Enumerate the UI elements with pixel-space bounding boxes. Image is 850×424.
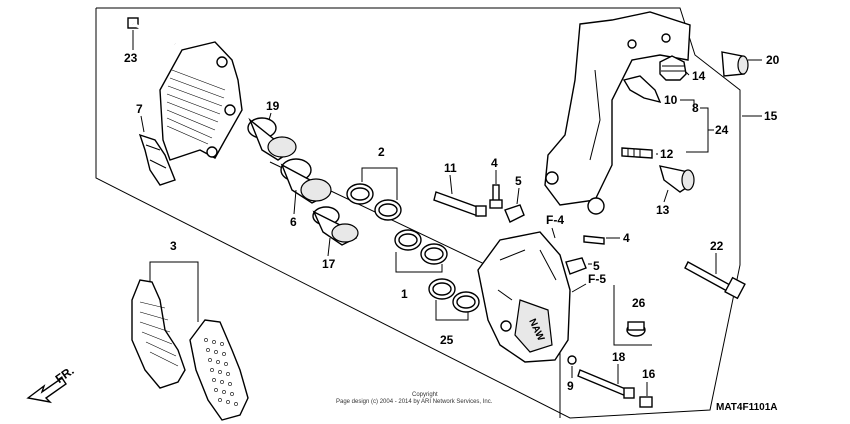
callout-18: 18: [612, 350, 626, 364]
callout-4a: 4: [491, 156, 498, 170]
brake-pad-right[interactable]: [189, 319, 249, 421]
callout-10: 10: [664, 93, 678, 107]
callout-2: 2: [378, 145, 385, 159]
callout-12: 12: [660, 147, 674, 161]
callout-24: 24: [715, 123, 729, 137]
pad-spring-7[interactable]: [138, 133, 176, 186]
callout-19: 19: [266, 99, 280, 113]
seal-set-2[interactable]: [346, 183, 402, 221]
callout-5b: 5: [593, 259, 600, 273]
callout-26: 26: [632, 296, 646, 310]
front-direction-arrow: FR.: [26, 363, 77, 404]
caliper-body[interactable]: NAW: [477, 231, 571, 363]
callout-22: 22: [710, 239, 724, 253]
brake-pad-left[interactable]: [131, 279, 186, 389]
callout-14: 14: [692, 69, 706, 83]
callout-20: 20: [766, 53, 780, 67]
seal-set-25[interactable]: [428, 278, 480, 313]
diagram-code: MAT4F1101A: [716, 402, 778, 413]
callout-23: 23: [124, 51, 138, 65]
copyright-line1: Copyright: [412, 392, 438, 398]
callout-8: 8: [692, 101, 699, 115]
caliper-bracket[interactable]: [544, 11, 691, 215]
ref-f5[interactable]: F-5: [588, 272, 606, 286]
callout-5a: 5: [515, 174, 522, 188]
pin-18[interactable]: [577, 369, 635, 399]
callout-1: 1: [401, 287, 408, 301]
piston-6[interactable]: [280, 158, 332, 204]
callout-9: 9: [567, 379, 574, 393]
bolt-22[interactable]: [684, 261, 746, 300]
plug-16[interactable]: [639, 396, 653, 408]
bleeder-cap-5a[interactable]: [504, 204, 525, 223]
callout-6: 6: [290, 215, 297, 229]
callout-3: 3: [170, 239, 177, 253]
callout-4b: 4: [623, 231, 630, 245]
ref-f4[interactable]: F-4: [546, 213, 564, 227]
washer-9[interactable]: [567, 355, 577, 365]
piston-19[interactable]: [247, 117, 297, 161]
pin-12[interactable]: [621, 147, 653, 159]
boot-14[interactable]: [659, 55, 687, 81]
callout-15: 15: [764, 109, 778, 123]
callout-7: 7: [136, 102, 143, 116]
piston-17[interactable]: [312, 206, 359, 246]
callout-13: 13: [656, 203, 670, 217]
bushing-20[interactable]: [721, 51, 749, 77]
callout-11: 11: [444, 161, 457, 175]
bolt-23[interactable]: [127, 17, 176, 46]
retainer-10[interactable]: [622, 75, 662, 104]
callout-25: 25: [440, 333, 454, 347]
pin-11[interactable]: [433, 191, 487, 217]
bleeder-cap-5b[interactable]: [565, 257, 587, 275]
caliper-cover[interactable]: [159, 41, 243, 161]
plug-26[interactable]: [613, 285, 652, 346]
callout-16: 16: [642, 367, 656, 381]
pin-bolt-13[interactable]: [659, 165, 695, 193]
copyright-line2: Page design (c) 2004 - 2014 by ARI Netwo…: [336, 399, 493, 405]
seal-set-1[interactable]: [394, 229, 448, 265]
bleeder-valve-4b[interactable]: [583, 235, 605, 245]
bleeder-valve-4a[interactable]: [489, 184, 503, 209]
callout-17: 17: [322, 257, 336, 271]
